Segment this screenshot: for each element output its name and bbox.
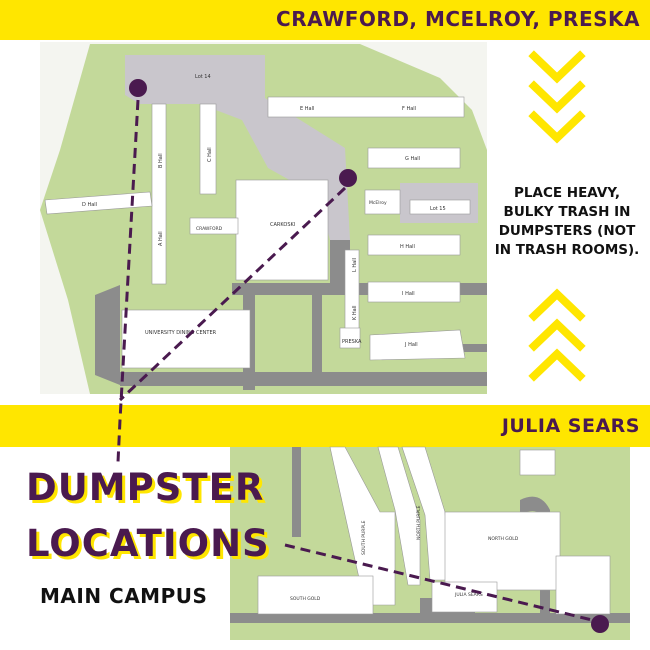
label-lot-14: Lot 14 xyxy=(195,74,211,80)
top-banner: CRAWFORD, MCELROY, PRESKA xyxy=(0,0,650,40)
headline-line-2: LOCATIONS xyxy=(26,522,270,565)
label-preska: PRESKA xyxy=(342,339,362,345)
label-south-gold: SOUTH GOLD xyxy=(290,596,321,602)
pointer-lines xyxy=(116,99,593,622)
label-d-hall: D Hall xyxy=(82,202,97,208)
label-e-hall: E Hall xyxy=(300,106,314,112)
note-line-1: PLACE HEAVY, xyxy=(514,185,620,201)
label-lot-15: Lot 15 xyxy=(430,206,446,212)
label-carkoski: CARKOSKI xyxy=(270,222,295,228)
label-south-purple: SOUTH PURPLE xyxy=(361,520,367,555)
middle-banner: JULIA SEARS xyxy=(0,405,650,447)
label-g-hall: G Hall xyxy=(405,156,420,162)
label-k-hall: K Hall xyxy=(352,306,358,320)
label-mcelroy: McElroy xyxy=(369,200,387,206)
down-chevrons xyxy=(528,50,586,144)
headline-line-1: DUMPSTER xyxy=(26,466,265,509)
label-i-hall: I Hall xyxy=(402,291,415,297)
dumpster-marker-julia-sears xyxy=(591,615,609,633)
label-crawford: CRAWFORD xyxy=(196,226,223,232)
north-map: Lot 14 E Hall F Hall B Hall C Hall G Hal… xyxy=(40,42,487,394)
note-line-2: BULKY TRASH IN xyxy=(503,204,631,220)
dumpster-marker-carkoski xyxy=(339,169,357,187)
instruction-note: PLACE HEAVY, BULKY TRASH IN DUMPSTERS (N… xyxy=(487,184,647,260)
label-l-hall: L Hall xyxy=(352,258,358,272)
label-a-hall: A Hall xyxy=(158,231,164,246)
top-banner-title: CRAWFORD, MCELROY, PRESKA xyxy=(276,7,640,31)
label-h-hall: H Hall xyxy=(400,244,415,250)
label-f-hall: F Hall xyxy=(402,106,416,112)
label-j-hall: J Hall xyxy=(404,342,418,348)
lot-14 xyxy=(125,55,350,240)
middle-banner-title: JULIA SEARS xyxy=(501,415,640,437)
up-chevrons xyxy=(528,288,586,382)
headline-subtitle: MAIN CAMPUS xyxy=(40,584,208,608)
label-c-hall: C Hall xyxy=(207,147,213,162)
label-north-purple: NORTH PURPLE xyxy=(416,505,422,540)
label-julia-sears: JULIA SEARS xyxy=(454,592,483,598)
south-map: SOUTH PURPLE NORTH PURPLE NORTH GOLD JUL… xyxy=(230,446,630,640)
note-line-3: DUMPSTERS (NOT xyxy=(498,223,636,239)
note-line-4: IN TRASH ROOMS). xyxy=(494,242,640,258)
label-university-dining: UNIVERSITY DINING CENTER xyxy=(145,330,217,336)
label-b-hall: B Hall xyxy=(158,153,164,168)
label-north-gold: NORTH GOLD xyxy=(488,536,519,542)
dumpster-marker-lot14 xyxy=(129,79,147,97)
